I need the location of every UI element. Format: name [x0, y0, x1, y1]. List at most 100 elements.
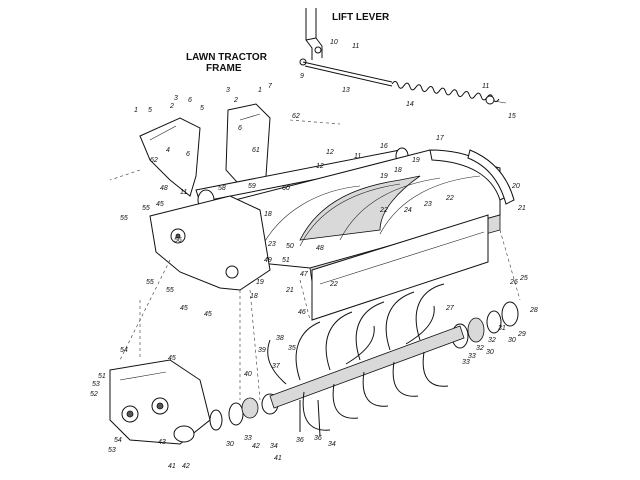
callout: 51 — [98, 373, 106, 380]
callout: 22 — [329, 281, 338, 288]
callout: 33 — [462, 359, 470, 366]
frame-title-line1: LAWN TRACTOR — [186, 52, 268, 63]
callout: 30 — [226, 441, 234, 448]
callout: 46 — [298, 309, 306, 316]
callout: 34 — [328, 441, 336, 448]
callout: 45 — [180, 305, 188, 312]
callout: 41 — [168, 463, 176, 470]
callout: 6 — [238, 125, 242, 132]
frame-title-line2: FRAME — [206, 63, 242, 74]
callout: 1 — [134, 107, 138, 114]
callout: 31 — [498, 325, 506, 332]
callout: 14 — [406, 101, 414, 108]
callout: 10 — [330, 39, 338, 46]
callout: 12 — [326, 149, 334, 156]
callout: 54 — [120, 347, 128, 354]
callout: 33 — [468, 353, 476, 360]
chain-case — [109, 359, 211, 445]
callout: 56 — [174, 237, 182, 244]
callout: 1 — [258, 87, 262, 94]
callout: 48 — [316, 245, 324, 252]
callout: 5 — [148, 107, 152, 114]
callout: 45 — [168, 355, 176, 362]
callout: 29 — [517, 331, 526, 338]
callout: 27 — [445, 305, 455, 312]
callout: 59 — [248, 183, 256, 190]
callout: 6 — [188, 97, 192, 104]
callout: 2 — [169, 103, 174, 110]
callout: 17 — [436, 135, 445, 142]
callout: 18 — [394, 167, 402, 174]
callout: 19 — [412, 157, 420, 164]
callout: 52 — [90, 391, 98, 398]
callout: 3 — [174, 95, 178, 102]
callout: 49 — [264, 257, 272, 264]
callout: 18 — [250, 293, 258, 300]
callout: 54 — [114, 437, 122, 444]
callout: 23 — [267, 241, 276, 248]
callout: 35 — [288, 345, 296, 352]
tine-shaft — [269, 325, 465, 409]
callout: 30 — [486, 349, 494, 356]
callout: 9 — [300, 73, 304, 80]
callout: 16 — [380, 143, 388, 150]
callout: 62 — [150, 157, 158, 164]
callout: 26 — [509, 279, 518, 286]
callout: 25 — [519, 275, 528, 282]
callout: 28 — [529, 307, 538, 314]
callout: 40 — [244, 371, 252, 378]
callout: 42 — [252, 443, 260, 450]
callout: 36 — [296, 437, 304, 444]
callout: 13 — [342, 87, 350, 94]
callout: 39 — [258, 347, 266, 354]
callout: 53 — [108, 447, 116, 454]
callout: 11 — [354, 153, 361, 160]
callout: 47 — [300, 271, 309, 278]
callout: 32 — [476, 345, 484, 352]
callout: 53 — [92, 381, 100, 388]
callout: 3 — [226, 87, 230, 94]
callout: 60 — [282, 185, 290, 192]
callout: 24 — [403, 207, 412, 214]
callout: 23 — [423, 201, 432, 208]
callout: 51 — [282, 257, 290, 264]
callout: 5 — [200, 105, 204, 112]
callout: 21 — [285, 287, 294, 294]
tine-sets — [267, 283, 449, 437]
callout: 43 — [158, 439, 166, 446]
callout: 21 — [517, 205, 526, 212]
callout: 30 — [508, 337, 516, 344]
callout: 32 — [488, 337, 496, 344]
side-plate — [149, 195, 271, 291]
callout: 4 — [166, 147, 170, 154]
callout: 50 — [286, 243, 294, 250]
callout: 15 — [508, 113, 516, 120]
callout: 6 — [186, 151, 190, 158]
callout: 41 — [274, 455, 282, 462]
callout: 12 — [316, 163, 324, 170]
callout: 36 — [314, 435, 322, 442]
assembly-guide-lines — [119, 229, 521, 401]
callout: 37 — [272, 363, 281, 370]
callout: 33 — [244, 435, 252, 442]
callout: 7 — [268, 83, 273, 90]
callout: 2 — [233, 97, 238, 104]
callout: 34 — [270, 443, 278, 450]
callout: 22 — [445, 195, 454, 202]
lift-lever-title: LIFT LEVER — [332, 12, 390, 23]
callout-labels: 10 11 9 13 14 11 15 3 1 5 2 6 5 3 2 1 7 … — [90, 39, 538, 470]
callout: 20 — [511, 183, 520, 190]
callout: 55 — [166, 287, 174, 294]
callout: 22 — [379, 207, 388, 214]
callout: 55 — [120, 215, 128, 222]
callout: 55 — [146, 279, 154, 286]
frame-brackets — [109, 103, 341, 197]
callout: 18 — [264, 211, 272, 218]
callout: 62 — [292, 113, 300, 120]
callout: 19 — [256, 279, 264, 286]
callout: 11 — [180, 189, 187, 196]
callout: 45 — [156, 201, 164, 208]
callout: 48 — [160, 185, 168, 192]
